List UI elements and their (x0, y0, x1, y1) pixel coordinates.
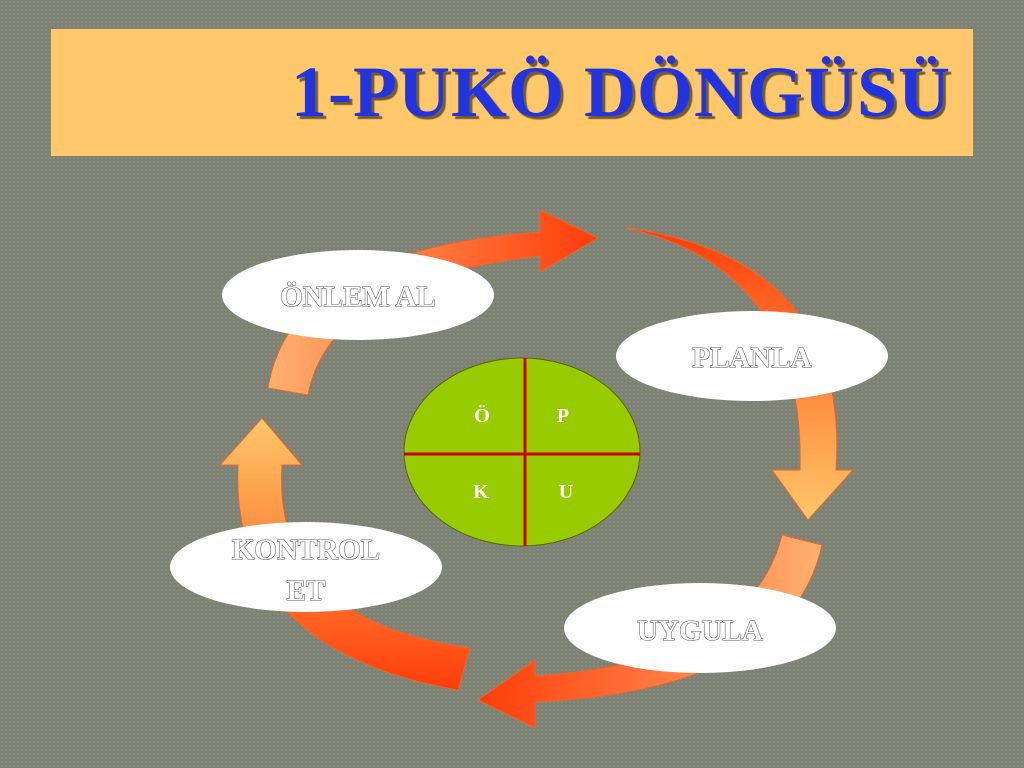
page-title: 1-PUKÖ DÖNGÜSÜ (291, 52, 951, 132)
step-label-uygula: UYGULA (637, 615, 763, 647)
step-planla: PLANLA (616, 311, 888, 401)
step-uygula: UYGULA (564, 583, 836, 673)
step-label-kontrol-line2: ET (287, 575, 326, 607)
center-puko-circle: Ö P K U (403, 357, 641, 547)
center-label-o: Ö (474, 404, 490, 427)
step-onlem-al: ÖNLEM AL (222, 250, 494, 340)
step-label-kontrol-line1: KONTROL (232, 534, 380, 566)
step-label-planla: PLANLA (692, 342, 811, 374)
step-label-onlem: ÖNLEM AL (280, 281, 436, 313)
center-label-p: P (557, 405, 569, 427)
step-kontrol-et: KONTROL ET (170, 522, 442, 612)
center-label-u: U (559, 481, 573, 503)
title-banner: 1-PUKÖ DÖNGÜSÜ (51, 29, 973, 156)
center-label-k: K (473, 481, 489, 503)
